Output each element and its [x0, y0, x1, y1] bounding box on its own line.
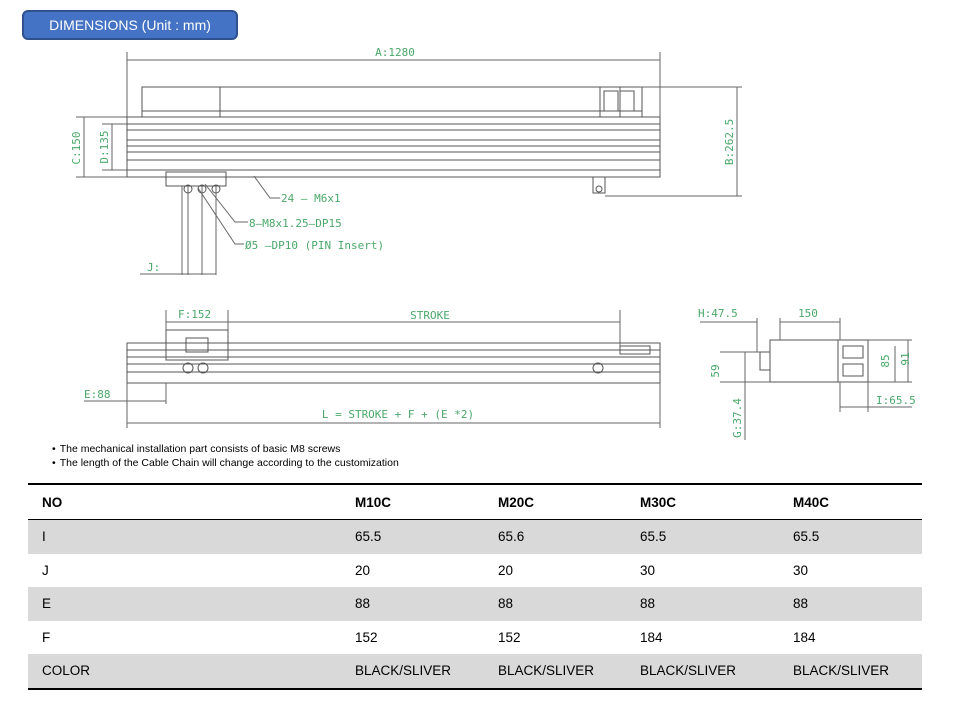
- table-cell: E: [28, 587, 341, 621]
- table-cell: BLACK/SLIVER: [484, 654, 626, 690]
- taps-8-label: 8–M8x1.25–DP15: [249, 217, 342, 230]
- table-cell: 152: [498, 629, 521, 645]
- table-cell: 65.6: [484, 519, 626, 554]
- specification-table: NO M10C M20C M30C M40C I 65.5 65.6 65.5 …: [28, 483, 922, 690]
- table-cell: 152: [355, 629, 378, 645]
- side-view: [759, 339, 869, 383]
- dim-i-label: I:65.5: [876, 394, 916, 407]
- installation-notes: The mechanical installation part consist…: [52, 442, 399, 470]
- column-header: M30C: [626, 483, 779, 520]
- note-item: The length of the Cable Chain will chang…: [52, 456, 399, 470]
- dim-c-label: C:150: [70, 131, 83, 164]
- pin-hole-label: Ø5 –DP10 (PIN Insert): [245, 239, 384, 252]
- technical-drawing: A:1280 B:262.5 C:150 D:135 24 – M6x1 8–M…: [70, 46, 916, 440]
- note-item: The mechanical installation part consist…: [52, 442, 399, 456]
- table-cell: 184: [640, 629, 663, 645]
- table-cell: 88: [341, 587, 484, 621]
- table-row: I 65.5 65.6 65.5 65.5: [28, 519, 922, 554]
- table-cell: J: [42, 562, 49, 578]
- front-view: [126, 329, 661, 384]
- table-cell: 88: [626, 587, 779, 621]
- column-header: M40C: [779, 483, 922, 520]
- length-formula-label: L = STROKE + F + (E *2): [322, 408, 474, 421]
- table-cell: 20: [498, 562, 514, 578]
- dim-91-label: 91: [899, 352, 912, 365]
- dim-59-label: 59: [709, 364, 722, 377]
- stroke-label: STROKE: [410, 309, 450, 322]
- dim-g-label: G:37.4: [731, 398, 744, 438]
- table-cell: 65.5: [779, 519, 922, 554]
- table-cell: F: [42, 629, 51, 645]
- table-cell: 184: [793, 629, 816, 645]
- table-cell: BLACK/SLIVER: [341, 654, 484, 690]
- table-header-row: NO M10C M20C M30C M40C: [28, 483, 922, 520]
- dim-f-label: F:152: [178, 308, 211, 321]
- dim-150-label: 150: [798, 307, 818, 320]
- dim-d-label: D:135: [98, 130, 111, 163]
- table-cell: BLACK/SLIVER: [779, 654, 922, 690]
- table-cell: 30: [793, 562, 809, 578]
- column-header: M20C: [484, 483, 626, 520]
- dim-b-label: B:262.5: [723, 119, 736, 165]
- dim-h-label: H:47.5: [698, 307, 738, 320]
- top-view: [126, 86, 661, 194]
- table-row: E 88 88 88 88: [28, 587, 922, 621]
- dimensions-title-badge: DIMENSIONS (Unit : mm): [22, 10, 238, 40]
- table-cell: 30: [640, 562, 656, 578]
- table-cell: 65.5: [341, 519, 484, 554]
- table-cell: 88: [779, 587, 922, 621]
- table-cell: I: [28, 519, 341, 554]
- table-cell: COLOR: [28, 654, 341, 690]
- column-header: NO: [28, 483, 341, 520]
- dim-e-label: E:88: [84, 388, 111, 401]
- dim-85-label: 85: [879, 354, 892, 367]
- table-row: F 152 152 184 184: [28, 621, 922, 655]
- table-cell: 20: [355, 562, 371, 578]
- table-cell: BLACK/SLIVER: [626, 654, 779, 690]
- table-cell: 88: [484, 587, 626, 621]
- dim-a-label: A:1280: [375, 46, 415, 59]
- dim-j-label: J:: [147, 261, 160, 274]
- taps-24-label: 24 – M6x1: [281, 192, 341, 205]
- table-cell: 65.5: [626, 519, 779, 554]
- table-row: COLOR BLACK/SLIVER BLACK/SLIVER BLACK/SL…: [28, 654, 922, 690]
- table-row: J 20 20 30 30: [28, 554, 922, 588]
- column-header: M10C: [341, 483, 484, 520]
